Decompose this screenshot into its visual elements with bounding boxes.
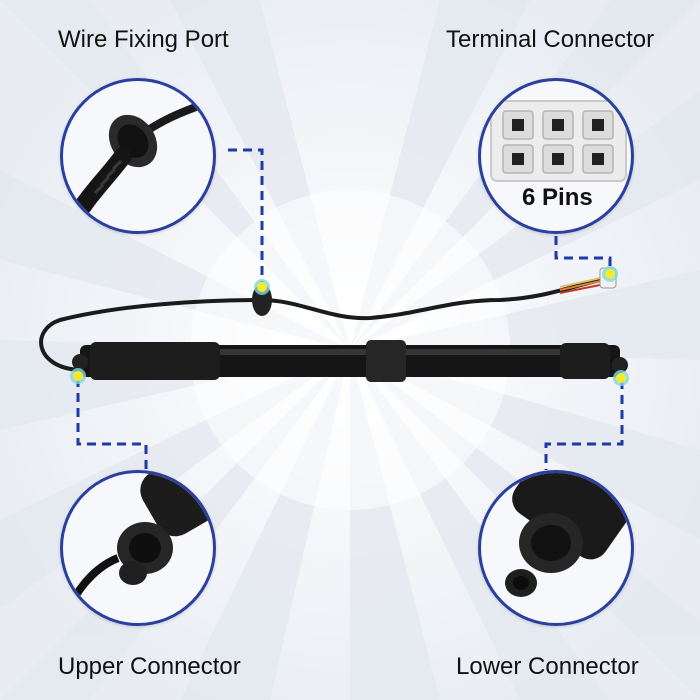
terminal-connector-detail bbox=[478, 78, 634, 234]
callout-lines bbox=[76, 148, 624, 470]
terminal-connector-label: Terminal Connector bbox=[446, 26, 655, 53]
upper-connector-detail bbox=[60, 470, 216, 626]
wire-fixing-port-detail bbox=[60, 78, 216, 234]
callout-line-terminal bbox=[554, 236, 612, 272]
pin-count-label: 6 Pins bbox=[522, 184, 593, 211]
strut-sleeve-left bbox=[90, 342, 220, 380]
upper-connector-label: Upper Connector bbox=[58, 653, 241, 680]
callout-line-upper bbox=[76, 378, 148, 470]
strut-collar bbox=[366, 340, 406, 382]
wire-fixing-port-label: Wire Fixing Port bbox=[58, 26, 229, 53]
lower-connector-label: Lower Connector bbox=[456, 653, 639, 680]
callout-line-lower bbox=[544, 380, 624, 470]
cable-loop bbox=[39, 298, 263, 372]
cable bbox=[261, 278, 601, 321]
callout-line-wire bbox=[228, 148, 264, 285]
callout-markers bbox=[70, 266, 629, 386]
strut-sleeve-right bbox=[560, 343, 610, 379]
lower-connector-detail bbox=[478, 470, 634, 626]
